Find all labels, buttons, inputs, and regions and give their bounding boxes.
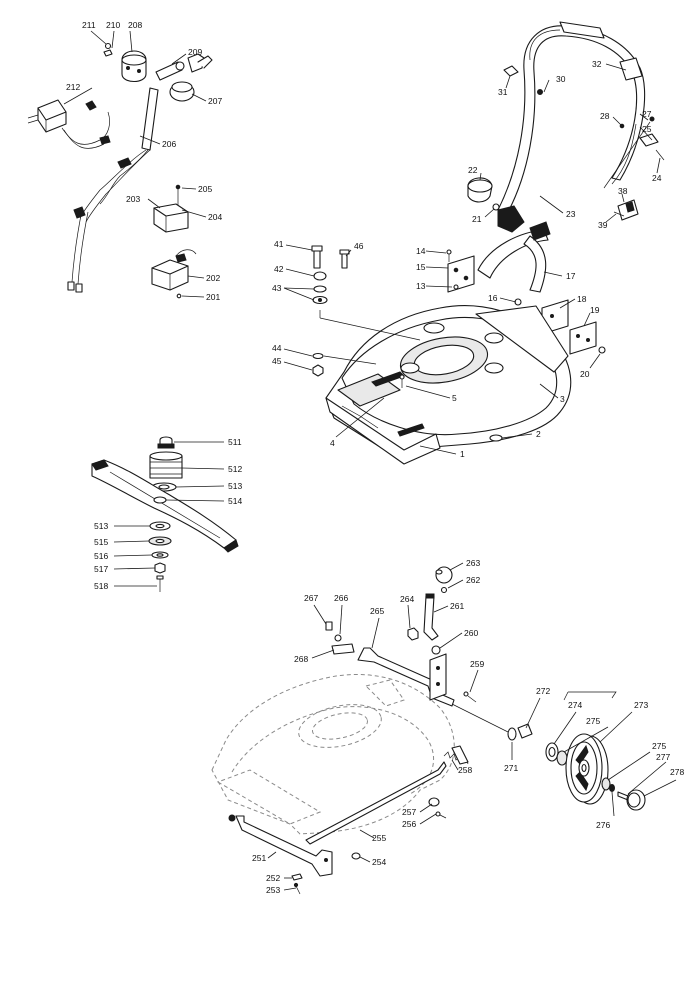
callout-513-lower: 513 [94,521,108,531]
callout-206: 206 [162,139,176,149]
callout-201: 201 [206,292,220,302]
callout-44: 44 [272,343,282,353]
callout-513-upper: 513 [228,481,242,491]
callout-256: 256 [402,819,416,829]
callout-5: 5 [452,393,457,403]
callout-273: 273 [634,700,648,710]
callout-254: 254 [372,857,386,867]
callout-45: 45 [272,356,282,366]
callout-253: 253 [266,885,280,895]
key-switch [103,42,213,83]
callout-514: 514 [228,496,242,506]
callout-17: 17 [566,271,576,281]
leader-lines [63,30,677,891]
front-axle [228,745,469,895]
callout-labels: 211 210 208 209 212 207 206 205 203 204 … [66,20,684,895]
callout-278: 278 [670,767,684,777]
callout-202: 202 [206,273,220,283]
callout-511: 511 [228,437,242,447]
callout-517: 517 [94,564,108,574]
callout-263: 263 [466,558,480,568]
callout-264: 264 [400,594,414,604]
chassis-ghost [211,673,455,835]
callout-19: 19 [590,305,600,315]
callout-259: 259 [470,659,484,669]
callout-20: 20 [580,369,590,379]
callout-1: 1 [460,449,465,459]
relay-housing [153,184,189,233]
callout-212: 212 [66,82,80,92]
callout-25: 25 [642,124,652,134]
callout-3: 3 [560,394,565,404]
callout-14: 14 [416,246,426,256]
callout-515: 515 [94,537,108,547]
callout-257: 257 [402,807,416,817]
callout-268: 268 [294,654,308,664]
callout-207: 207 [208,96,222,106]
height-adjust-lever [325,566,509,733]
callout-204: 204 [208,212,222,222]
callout-23: 23 [566,209,576,219]
callout-209: 209 [188,47,202,57]
callout-38: 38 [618,186,628,196]
callout-31: 31 [498,87,508,97]
callout-41: 41 [274,239,284,249]
switch-cap [169,81,195,102]
callout-43: 43 [272,283,282,293]
callout-18: 18 [577,294,587,304]
callout-4: 4 [330,438,335,448]
callout-15: 15 [416,262,426,272]
callout-518: 518 [94,581,108,591]
callout-13: 13 [416,281,426,291]
callout-46: 46 [354,241,364,251]
callout-258: 258 [458,765,472,775]
callout-42: 42 [274,264,284,274]
callout-28: 28 [600,111,610,121]
callout-251: 251 [252,853,266,863]
callout-16: 16 [488,293,498,303]
callout-24: 24 [652,173,662,183]
wire-harness [67,87,159,293]
callout-30: 30 [556,74,566,84]
callout-274: 274 [568,700,582,710]
callout-277: 277 [656,752,670,762]
callout-208: 208 [128,20,142,30]
callout-265: 265 [370,606,384,616]
callout-203: 203 [126,194,140,204]
callout-266: 266 [334,593,348,603]
callout-260: 260 [464,628,478,638]
callout-275-lower: 275 [652,741,666,751]
callout-39: 39 [598,220,608,230]
callout-516: 516 [94,551,108,561]
callout-21: 21 [472,214,482,224]
callout-22: 22 [468,165,478,175]
rear-wheel [507,691,646,811]
callout-261: 261 [450,601,464,611]
callout-267: 267 [304,593,318,603]
handle-assembly [467,21,665,233]
electrical-assembly [27,42,213,299]
mower-deck [311,245,572,465]
callout-210: 210 [106,20,120,30]
callout-275-upper: 275 [586,716,600,726]
callout-27: 27 [642,109,652,119]
battery-charger [27,99,111,149]
callout-512: 512 [228,464,242,474]
battery [151,249,197,299]
callout-276: 276 [596,820,610,830]
callout-205: 205 [198,184,212,194]
callout-272: 272 [536,686,550,696]
callout-211: 211 [82,20,96,30]
callout-262: 262 [466,575,480,585]
callout-32: 32 [592,59,602,69]
callout-2: 2 [536,429,541,439]
callout-271: 271 [504,763,518,773]
callout-252: 252 [266,873,280,883]
blade-assembly [91,436,239,592]
callout-255: 255 [372,833,386,843]
